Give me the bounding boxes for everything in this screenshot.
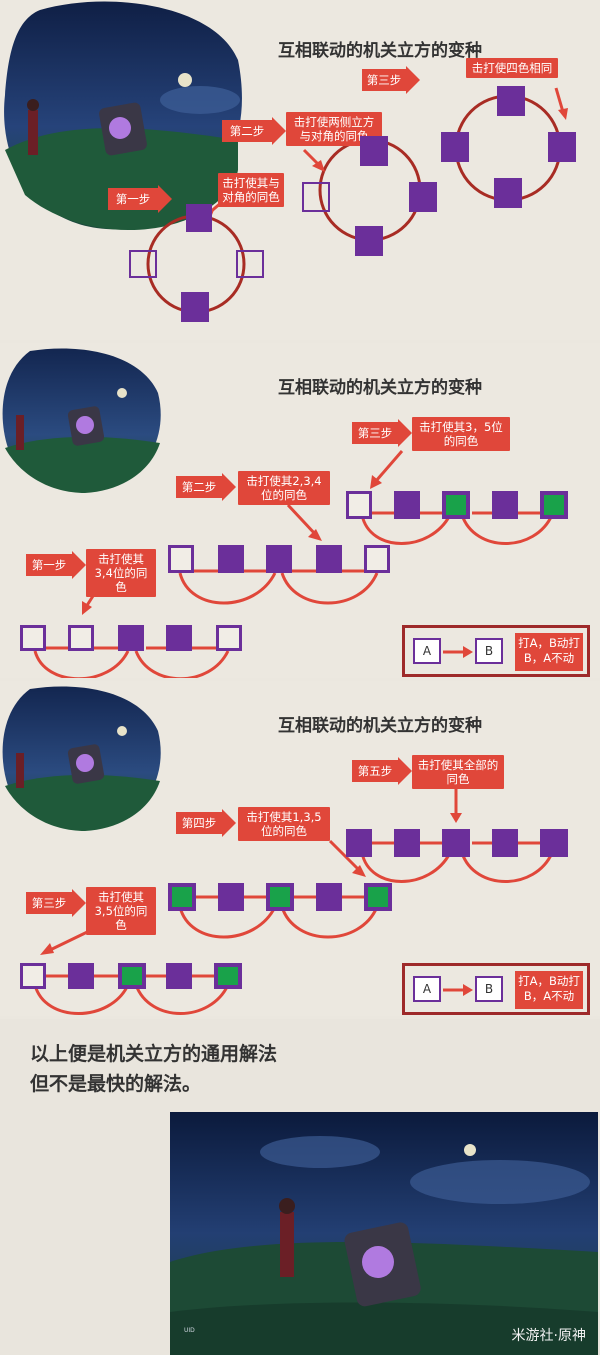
cube <box>218 883 244 911</box>
cube-top <box>186 204 212 232</box>
svg-text:UID: UID <box>184 1327 195 1334</box>
step1-arrow: 第一步 <box>108 185 172 213</box>
cube <box>168 545 194 573</box>
step3-note: 击打使其3,5位的同色 <box>86 887 156 935</box>
legend-text: 打A，B动打B，A不动 <box>515 971 583 1009</box>
cube <box>364 883 392 911</box>
panel-title: 互相联动的机关立方的变种 <box>278 41 482 61</box>
cube <box>214 963 242 989</box>
cube-bottom <box>494 178 522 208</box>
step1-note: 击打使其3,4位的同色 <box>86 549 156 597</box>
legend-text: 打A，B动打B，A不动 <box>515 633 583 671</box>
game-scene-art <box>2 686 161 831</box>
cube <box>316 545 342 573</box>
step5-arrow: 第五步 <box>352 757 412 785</box>
cube <box>442 491 470 519</box>
cube-top <box>497 86 525 116</box>
legend-box: A B 打A，B动打B，A不动 <box>402 963 590 1015</box>
cube-right <box>236 250 264 278</box>
legend-arrow <box>443 984 473 996</box>
cube <box>394 491 420 519</box>
cube <box>68 963 94 989</box>
cube <box>266 883 294 911</box>
step3-arrow: 第三步 <box>26 889 86 917</box>
legend-cube-a: A <box>413 976 441 1002</box>
cube <box>218 545 244 573</box>
conclusion-line-2: 但不是最快的解法。 <box>30 1073 202 1095</box>
step5-note: 击打使其全部的同色 <box>412 755 504 789</box>
cube-bottom <box>355 226 383 256</box>
step3-arrow: 第三步 <box>362 66 420 94</box>
cube <box>394 829 420 857</box>
panel-row-variant-b: 互相联动的机关立方的变种 第五步 第四步 第三步 击打使其全部的同色 击打使其1… <box>0 681 600 1016</box>
cube-left <box>441 132 469 162</box>
cube <box>166 963 192 989</box>
conclusion-line-1: 以上便是机关立方的通用解法 <box>30 1043 278 1065</box>
cube <box>266 545 292 573</box>
step2-arrow: 第二步 <box>222 117 286 145</box>
game-screenshot: UID 米游社·原神 <box>170 1112 598 1355</box>
game-scene-image <box>0 0 245 240</box>
game-scene-art <box>2 348 161 493</box>
step1-arrow: 第一步 <box>26 551 86 579</box>
conclusion-text: 以上便是机关立方的通用解法 但不是最快的解法。 <box>30 1039 277 1099</box>
game-scene-image <box>0 343 165 498</box>
panel-conclusion: 以上便是机关立方的通用解法 但不是最快的解法。 UID 米游社·原神 <box>0 1019 600 1355</box>
watermark: 米游社·原神 <box>511 1328 586 1344</box>
cube <box>364 545 390 573</box>
panel-row-variant-a: 互相联动的机关立方的变种 第三步 第二步 第一步 击打使其3，5位的 <box>0 343 600 678</box>
step3-arrow: 第三步 <box>352 419 412 447</box>
cube <box>20 963 46 989</box>
legend-cube-b: B <box>475 638 503 664</box>
panel-circle-variant: 互相联动的机关立方的变种 第一步 第二步 第三步 击打使其与对角的同色 击打使两… <box>0 0 600 340</box>
legend-cube-b: B <box>475 976 503 1002</box>
cube <box>346 491 372 519</box>
cube <box>346 829 372 857</box>
step2-arrow: 第二步 <box>176 473 236 501</box>
game-scene-image <box>0 681 165 836</box>
cube <box>20 625 46 651</box>
cube <box>168 883 196 911</box>
cube <box>442 829 470 857</box>
legend-arrow <box>443 646 473 658</box>
panel-title: 互相联动的机关立方的变种 <box>278 378 482 398</box>
cube-left <box>302 182 330 212</box>
cube <box>316 883 342 911</box>
cube <box>166 625 192 651</box>
cube <box>118 625 144 651</box>
game-screenshot-art: UID <box>170 1112 598 1355</box>
cube-bottom <box>181 292 209 322</box>
cube <box>492 829 518 857</box>
panel-title: 互相联动的机关立方的变种 <box>278 716 482 736</box>
cube <box>216 625 242 651</box>
step1-note: 击打使其与对角的同色 <box>218 173 284 207</box>
step2-note: 击打使其2,3,4位的同色 <box>238 471 330 505</box>
legend-box: A B 打A，B动打B，A不动 <box>402 625 590 677</box>
game-scene-art <box>4 1 242 231</box>
cube <box>118 963 146 989</box>
cube <box>540 829 568 857</box>
cube <box>540 491 568 519</box>
cube-right <box>548 132 576 162</box>
cube <box>68 625 94 651</box>
step4-note: 击打使其1,3,5位的同色 <box>238 807 330 841</box>
step4-arrow: 第四步 <box>176 809 236 837</box>
cube-top <box>360 136 388 166</box>
step3-note: 击打使其3，5位的同色 <box>412 417 510 451</box>
cube-left <box>129 250 157 278</box>
step3-note: 击打使四色相同 <box>466 58 558 78</box>
cube <box>492 491 518 519</box>
cube-right <box>409 182 437 212</box>
connector-lines <box>146 87 568 314</box>
legend-cube-a: A <box>413 638 441 664</box>
